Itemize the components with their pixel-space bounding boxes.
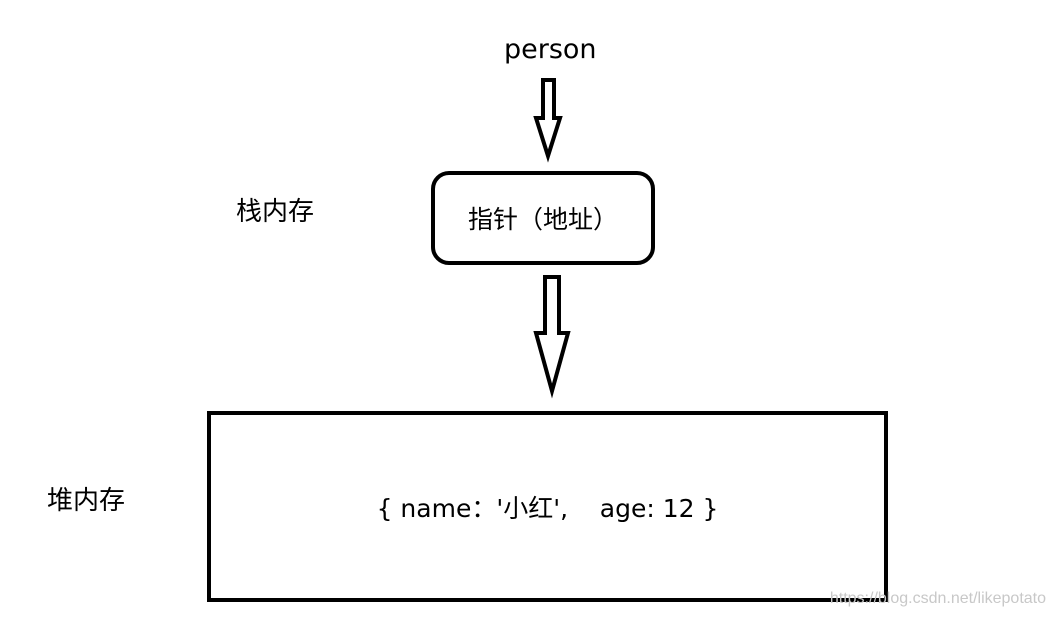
pointer-box-text: 指针（地址） [467, 205, 618, 234]
heap-object-box: { name：'小红', age: 12 } [207, 411, 888, 602]
watermark-text: https://blog.csdn.net/likepotato [829, 590, 1046, 607]
arrow-down-large [533, 275, 571, 399]
stack-memory-label: 栈内存 [236, 197, 315, 227]
pointer-box: 指针（地址） [431, 171, 655, 265]
person-variable-label: person [504, 34, 597, 65]
heap-object-text: { name：'小红', age: 12 } [376, 493, 719, 523]
heap-memory-label: 堆内存 [47, 486, 126, 516]
arrow-down-small [533, 78, 563, 163]
